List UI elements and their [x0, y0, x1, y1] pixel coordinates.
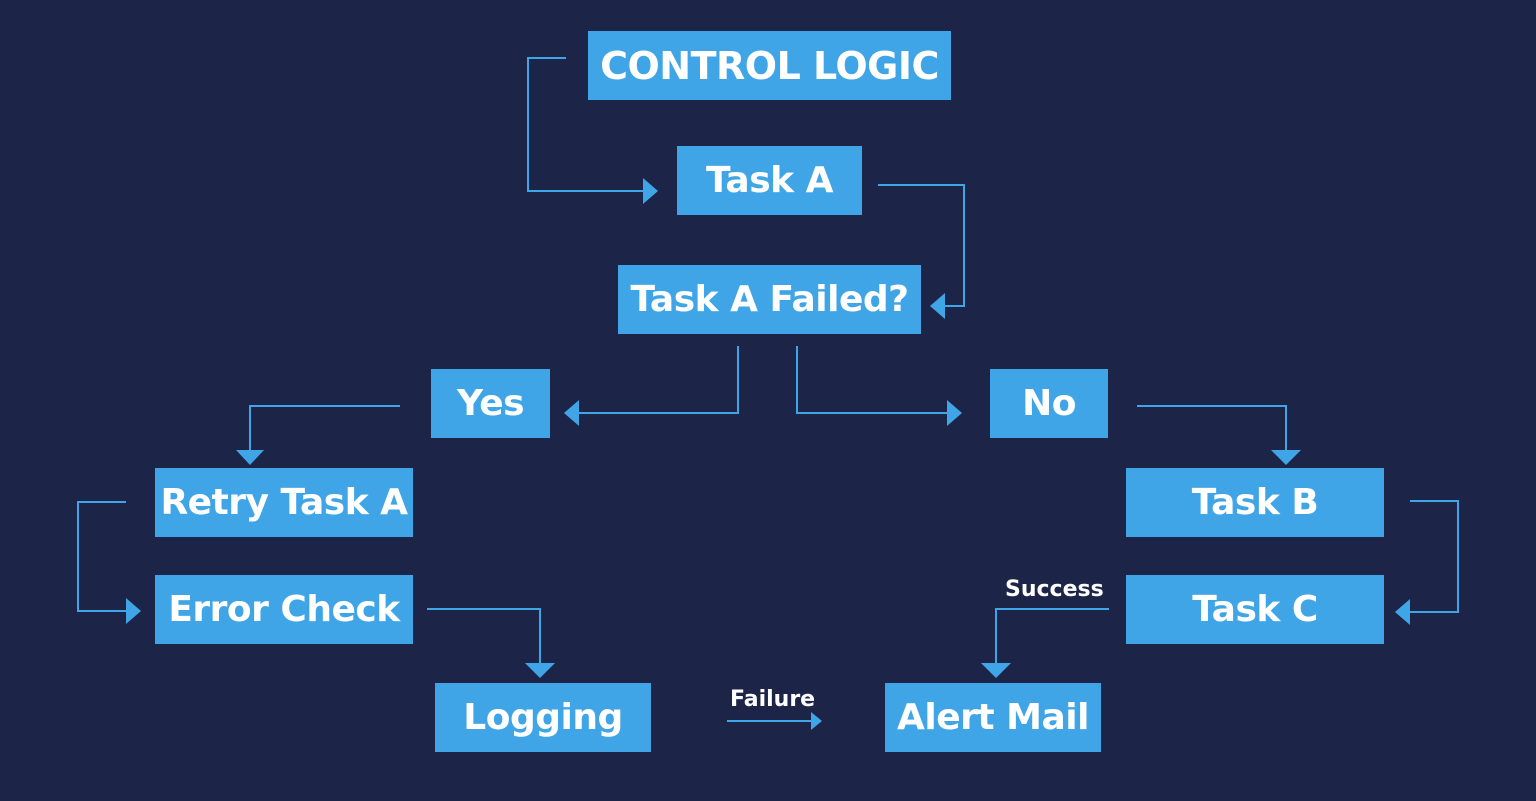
arrowhead-task-c: [1395, 599, 1410, 625]
arrowhead-retry-task-a: [236, 450, 264, 465]
edge-label-success: Success: [1005, 577, 1104, 602]
node-error-check: Error Check: [155, 575, 413, 644]
arrowhead-yes: [564, 400, 579, 426]
arrowhead-error-check: [126, 598, 141, 624]
connector-task-a-failed-to-yes: [575, 346, 739, 414]
arrowhead-alert-mail-success: [981, 663, 1011, 678]
node-retry-task-a: Retry Task A: [155, 468, 413, 537]
connector-task-a-failed-to-no: [796, 346, 950, 414]
node-yes: Yes: [431, 369, 550, 438]
arrowhead-no: [947, 400, 962, 426]
node-control-logic: CONTROL LOGIC: [588, 31, 951, 100]
arrowhead-alert-mail-failure: [811, 712, 822, 730]
node-logging: Logging: [435, 683, 651, 752]
connector-no-to-task-b: [1137, 405, 1287, 452]
arrowhead-logging: [525, 663, 555, 678]
arrowhead-task-a-failed: [930, 293, 945, 319]
node-task-a-failed: Task A Failed?: [618, 265, 921, 334]
connector-error-check-to-logging: [427, 608, 541, 665]
edge-label-failure: Failure: [730, 687, 816, 712]
node-task-a: Task A: [677, 146, 862, 215]
connector-yes-to-retry-task-a: [249, 405, 400, 452]
node-task-b: Task B: [1126, 468, 1384, 537]
connector-task-a-to-task-a-failed: [878, 184, 965, 307]
node-no: No: [990, 369, 1108, 438]
arrowhead-task-a: [643, 178, 658, 204]
connector-control-logic-to-task-a: [527, 57, 645, 192]
connector-retry-to-error-check: [77, 501, 128, 612]
node-alert-mail: Alert Mail: [885, 683, 1101, 752]
connector-task-c-to-alert-mail: [995, 608, 1109, 665]
node-task-c: Task C: [1126, 575, 1384, 644]
connector-task-b-to-task-c: [1408, 500, 1459, 613]
arrowhead-task-b: [1271, 450, 1301, 465]
